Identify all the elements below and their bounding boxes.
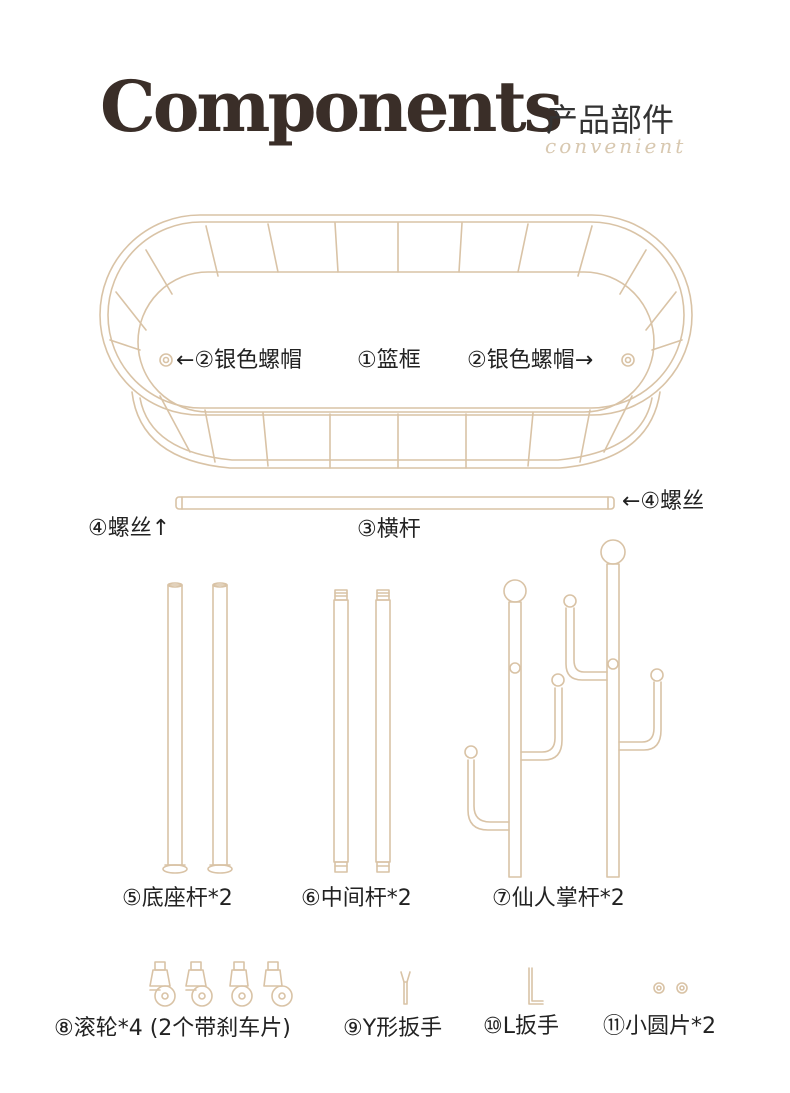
washers-drawing — [653, 982, 688, 994]
casters-drawing — [149, 961, 293, 1007]
page-title-cn: 产品部件 — [546, 101, 675, 139]
l-wrench-drawing — [528, 967, 544, 1005]
base-poles-drawing — [162, 582, 233, 874]
page-title: Components — [100, 65, 563, 148]
label-base-pole: ⑤底座杆*2 — [122, 886, 233, 911]
label-washers: ⑪小圆片*2 — [603, 1014, 716, 1039]
label-screw-right: ←④螺丝 — [622, 489, 705, 514]
label-y-wrench: ⑨Y形扳手 — [343, 1016, 443, 1041]
label-screw-left: ④螺丝↑ — [88, 516, 171, 541]
page-subtitle-script: convenient — [545, 134, 687, 158]
label-cactus-pole: ⑦仙人掌杆*2 — [492, 886, 625, 911]
middle-poles-drawing — [333, 589, 391, 873]
label-nut-right: ②银色螺帽→ — [467, 348, 594, 373]
label-nut-left: ←②银色螺帽 — [176, 348, 303, 373]
label-middle-pole: ⑥中间杆*2 — [301, 886, 412, 911]
y-wrench-drawing — [400, 971, 411, 1005]
label-l-wrench: ⑩L扳手 — [483, 1014, 559, 1039]
label-casters: ⑧滚轮*4 (2个带刹车片) — [54, 1016, 291, 1041]
header: Components 产品部件 convenient — [0, 0, 790, 190]
label-basket: ①篮框 — [357, 348, 421, 373]
crossbar-drawing — [175, 496, 615, 510]
cactus-poles-drawing — [464, 539, 664, 878]
label-crossbar: ③横杆 — [357, 517, 421, 542]
basket-drawing — [99, 214, 693, 469]
